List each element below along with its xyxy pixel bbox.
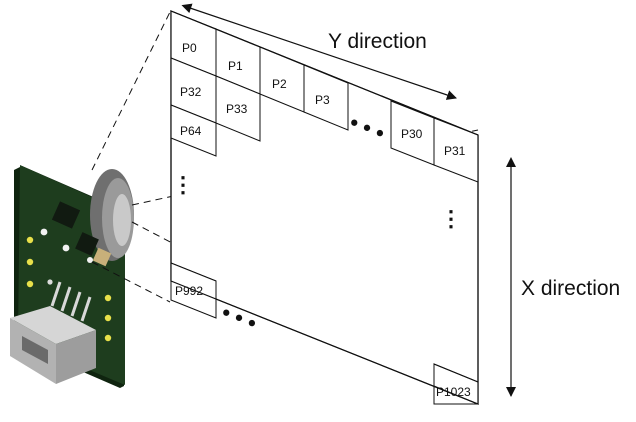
pixel-label-p3: P3 (315, 93, 330, 107)
pixel-label-p992: P992 (175, 284, 203, 298)
pin (50, 281, 62, 307)
led (26, 280, 34, 288)
led (104, 294, 112, 302)
pixel-label-p0: P0 (182, 41, 197, 55)
y-direction-label: Y direction (328, 30, 427, 53)
led (104, 334, 112, 342)
y-direction-arrow (181, 3, 457, 100)
led (62, 244, 70, 252)
chip (92, 247, 112, 267)
projection-line-bottom (91, 261, 171, 303)
lens-inner (113, 194, 131, 246)
ellipsis-right-col: ⋮ (440, 206, 462, 231)
ellipsis-left-col: ⋮ (172, 172, 194, 197)
pixel-label-p1023: P1023 (436, 385, 471, 399)
pin (70, 291, 82, 317)
led (47, 279, 53, 285)
pixel-label-p64: P64 (180, 124, 202, 138)
pin (80, 296, 92, 322)
chip (51, 201, 81, 229)
connector-side (56, 330, 96, 384)
pixel-label-p31: P31 (444, 144, 466, 158)
pixel-label-p32: P32 (180, 85, 202, 99)
pixel-label-p2: P2 (272, 77, 287, 91)
pixel-label-p30: P30 (401, 127, 423, 141)
sensor-module (10, 165, 134, 388)
x-direction-label: X direction (521, 277, 620, 300)
led (87, 257, 93, 263)
led (104, 314, 112, 322)
led (40, 228, 48, 236)
pin (60, 286, 72, 312)
connector-top (10, 306, 96, 344)
projection-line-top (91, 11, 171, 171)
chip (75, 232, 99, 256)
pixel-label-p1: P1 (228, 59, 243, 73)
led (26, 236, 34, 244)
led (26, 258, 34, 266)
connector-slot (22, 336, 48, 364)
pixel-label-p33: P33 (226, 102, 248, 116)
